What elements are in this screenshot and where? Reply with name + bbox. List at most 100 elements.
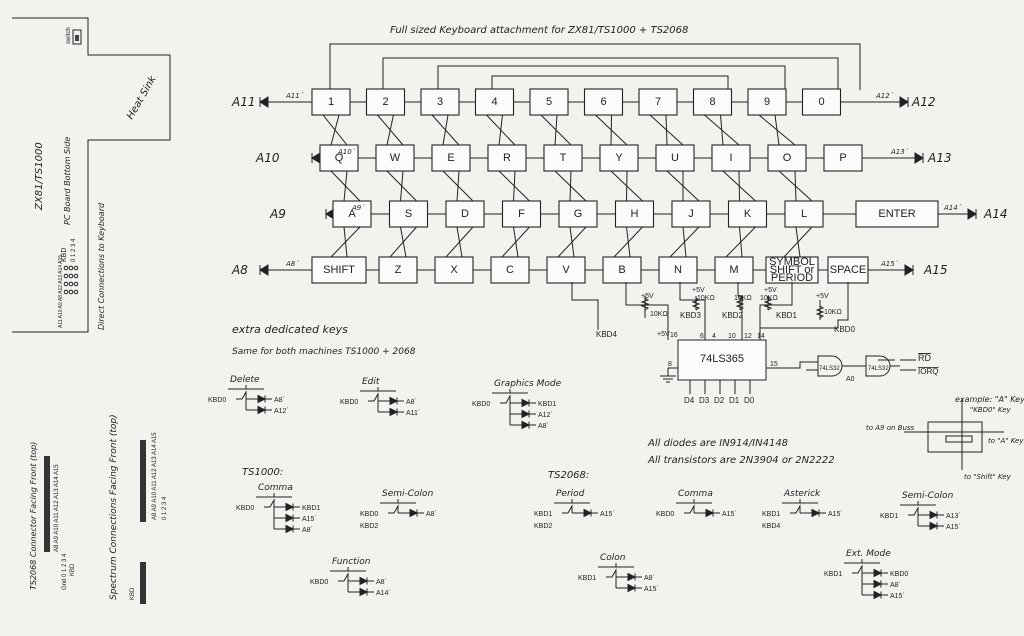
iorq-label: IORQ — [918, 367, 938, 376]
key-label: F — [518, 208, 525, 220]
key-label: E — [447, 152, 454, 164]
row-diode-left — [259, 264, 269, 276]
key-label: O — [783, 152, 792, 164]
ts2068-extmode-circuit-title: Ext. Mode — [846, 549, 891, 559]
row-diode-right — [914, 152, 924, 164]
ic-pin-12: 12 — [744, 333, 752, 340]
key-w: W — [375, 144, 415, 172]
key-r: R — [487, 144, 527, 172]
ic-pin-10: 10 — [728, 333, 736, 340]
row-diode-right — [904, 264, 914, 276]
row-diode-right — [967, 208, 977, 220]
row-address-small: A9´ — [351, 204, 365, 212]
ts1000-comma-circuit-title: Comma — [258, 483, 293, 493]
left-pc-board — [12, 17, 171, 333]
key-s: S — [388, 200, 429, 228]
key-label-part: SYMBOL — [769, 256, 815, 268]
kbd0-label: KBD0 — [834, 325, 855, 334]
key-0: 0 — [801, 88, 842, 116]
pc-board-label: PC Board Bottom Side — [63, 137, 72, 225]
row-output-small: A13´ — [890, 148, 909, 156]
key-8: 8 — [692, 88, 733, 116]
ts2068-period-circuit-input: KBD1 — [534, 511, 552, 518]
ic-pin-6: 6 — [700, 333, 704, 340]
key-q: Q — [319, 144, 359, 172]
ic-out-d2: D2 — [714, 396, 725, 405]
example-to-a9: to A9 on Buss — [866, 424, 915, 432]
key-label: 3 — [437, 96, 443, 108]
key-label: C — [506, 264, 514, 276]
key-label: Z — [395, 264, 402, 276]
key-label: A — [348, 208, 356, 220]
ts2068-colon-circuit-input: KBD1 — [578, 575, 596, 582]
key-h: H — [614, 200, 655, 228]
extra-keys-sub: Same for both machines TS1000 + 2068 — [232, 347, 416, 357]
key-label: N — [674, 264, 682, 276]
key-x: X — [434, 256, 474, 284]
plus5-label-2: +5V — [692, 287, 705, 294]
ts1000-comma-circuit-output: A8´ — [302, 527, 313, 534]
key-label: S — [405, 208, 412, 220]
key-label: 5 — [546, 96, 552, 108]
key-label: 0 — [818, 96, 824, 108]
key-label: M — [729, 264, 738, 276]
ts2068-period-circuit-input: KBD2 — [534, 523, 552, 530]
ic-label: 74LS365 — [700, 353, 744, 365]
inverter-gate-label: 74LS32 — [868, 366, 889, 372]
key-2: 2 — [365, 88, 406, 116]
spectrum-connector-kbd: KBD — [130, 587, 136, 600]
ts1000-function-circuit-output: A14´ — [376, 590, 391, 597]
key-label: Y — [615, 152, 623, 164]
graphics-key-circuit-output: KBD1 — [538, 401, 556, 408]
key-label: L — [801, 208, 807, 220]
key-9: 9 — [747, 88, 787, 116]
key-label: H — [631, 208, 639, 220]
ts2068-asterisk-circuit-input: KBD4 — [762, 523, 780, 530]
key-label: D — [461, 208, 469, 220]
key-enter: ENTER — [855, 200, 939, 228]
delete-key-circuit-title: Delete — [230, 375, 260, 385]
key-label-part: PERIOD — [771, 272, 813, 284]
row-address-label: A9 — [269, 207, 286, 221]
ts2068-comma-circuit-input: KBD0 — [656, 511, 674, 518]
spectrum-connector — [140, 440, 146, 604]
example-heading: example: "A" Key — [955, 395, 1024, 404]
ic-74ls365: 74LS365 — [660, 339, 818, 394]
ts2068-period-circuit-title: Period — [556, 489, 585, 499]
key-label: 9 — [764, 96, 770, 108]
ts2068-comma-circuit-output: A15´ — [722, 511, 737, 518]
row-address-small: A8´ — [285, 260, 299, 268]
or-gate-label: 74LS32 — [819, 366, 840, 372]
ic-out-d3: D3 — [699, 396, 710, 405]
ts2068-connector — [44, 456, 50, 552]
heat-sink-label: Heat Sink — [125, 73, 159, 121]
key-label: 1 — [328, 96, 334, 108]
row-output-label: A15 — [923, 263, 947, 277]
ts1000-semicolon-circuit-input: KBD0 — [360, 511, 378, 518]
or-gate — [806, 355, 866, 377]
example-to-shift: to "Shift" Key — [964, 473, 1012, 481]
ts2068-asterisk-circuit-input: KBD1 — [762, 511, 780, 518]
graphics-key-circuit-output: A8´ — [538, 423, 549, 430]
ts2068-colon-circuit-title: Colon — [600, 553, 626, 563]
machine-label: ZX81/TS1000 — [34, 142, 45, 211]
key-d: D — [445, 200, 485, 228]
key-label: X — [450, 264, 458, 276]
resistor-label-1: 10KΩ — [650, 311, 668, 318]
key-g: G — [558, 200, 598, 228]
key-b: B — [602, 256, 642, 284]
key-shift: SHIFT — [311, 256, 367, 284]
key-j: J — [671, 200, 711, 228]
kbd2-label: KBD2 — [722, 311, 743, 320]
key-f: F — [501, 200, 542, 228]
key-1: 1 — [311, 88, 351, 116]
row-diode-left — [259, 96, 269, 108]
key-v: V — [546, 256, 586, 284]
